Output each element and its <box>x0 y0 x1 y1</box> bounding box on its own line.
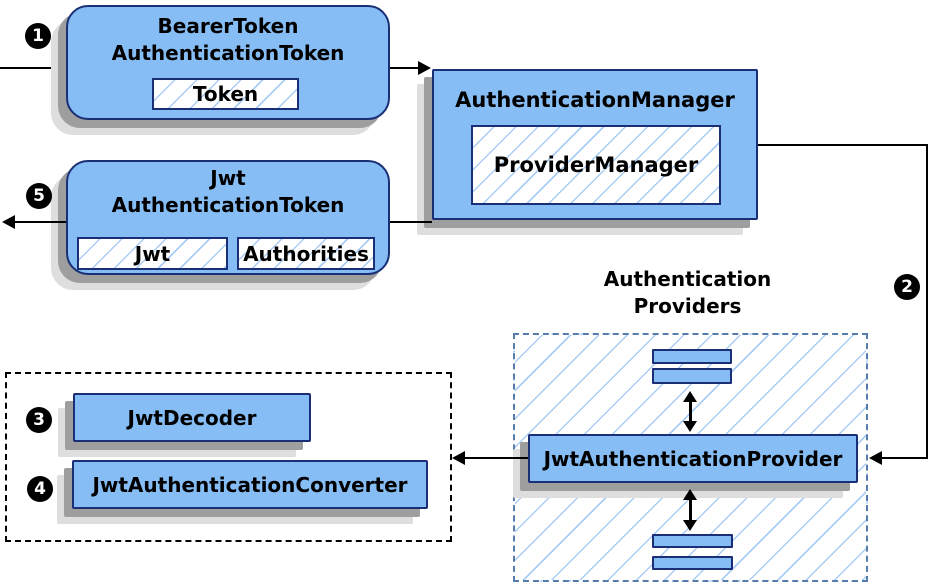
bearer-token-authentication-token-node: BearerToken AuthenticationToken Token <box>66 5 390 120</box>
step-marker-3: 3 <box>26 407 52 433</box>
authentication-manager-title: AuthenticationManager <box>455 88 735 112</box>
manager-to-provider-arrowhead-icon <box>869 451 882 465</box>
jwt-decoder-label: JwtDecoder <box>127 405 257 430</box>
provider-manager-field: ProviderManager <box>471 125 721 205</box>
authorities-field: Authorities <box>237 237 375 270</box>
jwt-field: Jwt <box>77 237 228 270</box>
providers-double-arrow-top-icon <box>683 391 697 432</box>
jwt-authentication-token-node: Jwt AuthenticationToken Jwt Authorities <box>66 160 390 275</box>
authentication-providers-label: Authentication Providers <box>555 266 820 320</box>
jwt-authentication-provider-node: JwtAuthenticationProvider <box>528 434 858 483</box>
provider-placeholder-bar <box>652 556 733 570</box>
manager-to-jwt-token-line <box>390 221 432 223</box>
jwt-authentication-converter-node: JwtAuthenticationConverter <box>72 460 428 509</box>
bearer-to-manager-line <box>390 67 419 69</box>
authentication-providers-label-line2: Providers <box>633 294 742 318</box>
bearer-token-title-line2: AuthenticationToken <box>111 41 345 65</box>
provider-placeholder-bar <box>652 349 732 364</box>
jwt-authentication-converter-label: JwtAuthenticationConverter <box>92 472 408 497</box>
provider-to-converter-line <box>465 457 528 459</box>
manager-to-provider-line-top <box>758 144 928 146</box>
jwt-decoder-node: JwtDecoder <box>73 393 311 442</box>
decoder-converter-group: JwtDecoder JwtAuthenticationConverter <box>5 372 452 542</box>
jwt-field-label: Jwt <box>134 241 171 266</box>
bearer-token-title-line1: BearerToken <box>157 14 299 38</box>
incoming-request-line <box>0 67 66 69</box>
outgoing-result-line <box>13 221 66 223</box>
step-marker-5: 5 <box>26 183 52 209</box>
jwt-token-title-line2: AuthenticationToken <box>111 193 345 217</box>
provider-to-converter-arrowhead-icon <box>452 451 465 465</box>
manager-to-provider-line-right <box>926 144 928 459</box>
authentication-providers-group: JwtAuthenticationProvider <box>513 333 868 582</box>
provider-placeholder-bar <box>652 368 732 384</box>
bearer-to-manager-arrowhead-icon <box>418 61 431 75</box>
step-marker-2: 2 <box>894 274 920 300</box>
jwt-token-title-line1: Jwt <box>210 166 246 190</box>
step-marker-4: 4 <box>27 476 53 502</box>
providers-double-arrow-bottom-icon <box>683 489 697 531</box>
step-marker-1: 1 <box>25 23 51 49</box>
token-field-label: Token <box>192 82 259 106</box>
jwt-authentication-provider-label: JwtAuthenticationProvider <box>543 446 843 471</box>
jwt-token-node-title: Jwt AuthenticationToken <box>68 165 388 219</box>
authentication-providers-label-line1: Authentication <box>603 267 772 291</box>
bearer-token-node-title: BearerToken AuthenticationToken <box>68 13 388 67</box>
authorities-field-label: Authorities <box>243 241 369 266</box>
outgoing-result-arrowhead-icon <box>2 215 15 229</box>
provider-manager-label: ProviderManager <box>493 153 699 177</box>
provider-placeholder-bar <box>652 534 733 548</box>
token-field: Token <box>152 78 299 110</box>
authentication-manager-node: AuthenticationManager ProviderManager <box>432 69 758 220</box>
manager-to-provider-line-bottom <box>880 457 928 459</box>
